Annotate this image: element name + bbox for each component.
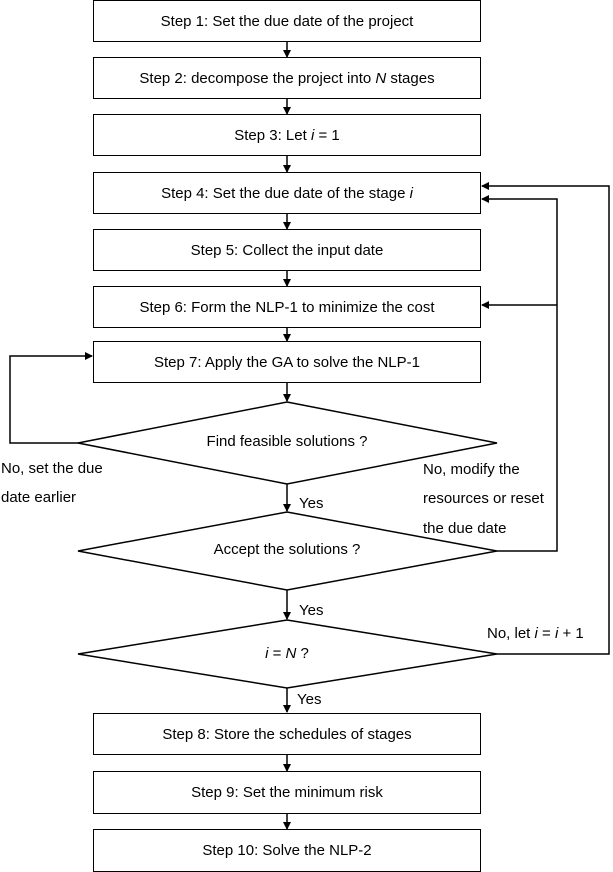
no-next-stage-label: No, let i = i + 1 xyxy=(487,625,584,642)
step-2-text: Step 2: decompose the project into N sta… xyxy=(139,69,435,87)
step-7-box: Step 7: Apply the GA to solve the NLP-1 xyxy=(93,341,481,383)
loop-next-stage xyxy=(481,182,610,655)
no-feasible-label-line2: date earlier xyxy=(1,489,77,506)
yes-label-i-equals-n: Yes xyxy=(297,691,322,708)
decision-feasible-text: Find feasible solutions ? xyxy=(206,433,368,450)
decision-accept-text: Accept the solutions ? xyxy=(213,541,361,558)
step-7-text: Step 7: Apply the GA to solve the NLP-1 xyxy=(154,353,420,371)
step-6-text: Step 6: Form the NLP-1 to minimize the c… xyxy=(139,298,435,316)
step-4-text: Step 4: Set the due date of the stage i xyxy=(161,184,413,202)
no-feasible-label-line1: No, set the due xyxy=(1,460,103,477)
step-3-text: Step 3: Let i = 1 xyxy=(234,126,340,144)
step-3-box: Step 3: Let i = 1 xyxy=(93,114,481,156)
yes-label-accept: Yes xyxy=(299,602,324,619)
decision-feasible xyxy=(77,401,498,485)
step-8-box: Step 8: Store the schedules of stages xyxy=(93,713,481,755)
step-9-box: Step 9: Set the minimum risk xyxy=(93,771,481,814)
loop-no-accept xyxy=(481,195,558,552)
step-1-text: Step 1: Set the due date of the project xyxy=(160,12,414,30)
step-10-text: Step 10: Solve the NLP-2 xyxy=(202,842,372,859)
step-6-box: Step 6: Form the NLP-1 to minimize the c… xyxy=(93,286,481,328)
loop-no-feasible xyxy=(9,352,93,444)
step-1-box: Step 1: Set the due date of the project xyxy=(93,0,481,42)
decision-i-equals-n-text: i = N ? xyxy=(265,645,309,662)
decision-accept xyxy=(77,511,498,591)
no-accept-label-line3: the due date xyxy=(423,520,507,537)
yes-label-feasible: Yes xyxy=(299,495,324,512)
step-9-text: Step 9: Set the minimum risk xyxy=(191,784,383,801)
decision-i-equals-n xyxy=(77,619,498,689)
step-10-box: Step 10: Solve the NLP-2 xyxy=(93,829,481,872)
no-accept-label-line2: resources or reset xyxy=(423,490,544,507)
step-5-text: Step 5: Collect the input date xyxy=(190,241,384,259)
step-2-box: Step 2: decompose the project into N sta… xyxy=(93,57,481,99)
step-8-text: Step 8: Store the schedules of stages xyxy=(162,725,412,743)
no-accept-label-line1: No, modify the xyxy=(423,461,520,478)
step-4-box: Step 4: Set the due date of the stage i xyxy=(93,172,481,214)
step-5-box: Step 5: Collect the input date xyxy=(93,229,481,271)
